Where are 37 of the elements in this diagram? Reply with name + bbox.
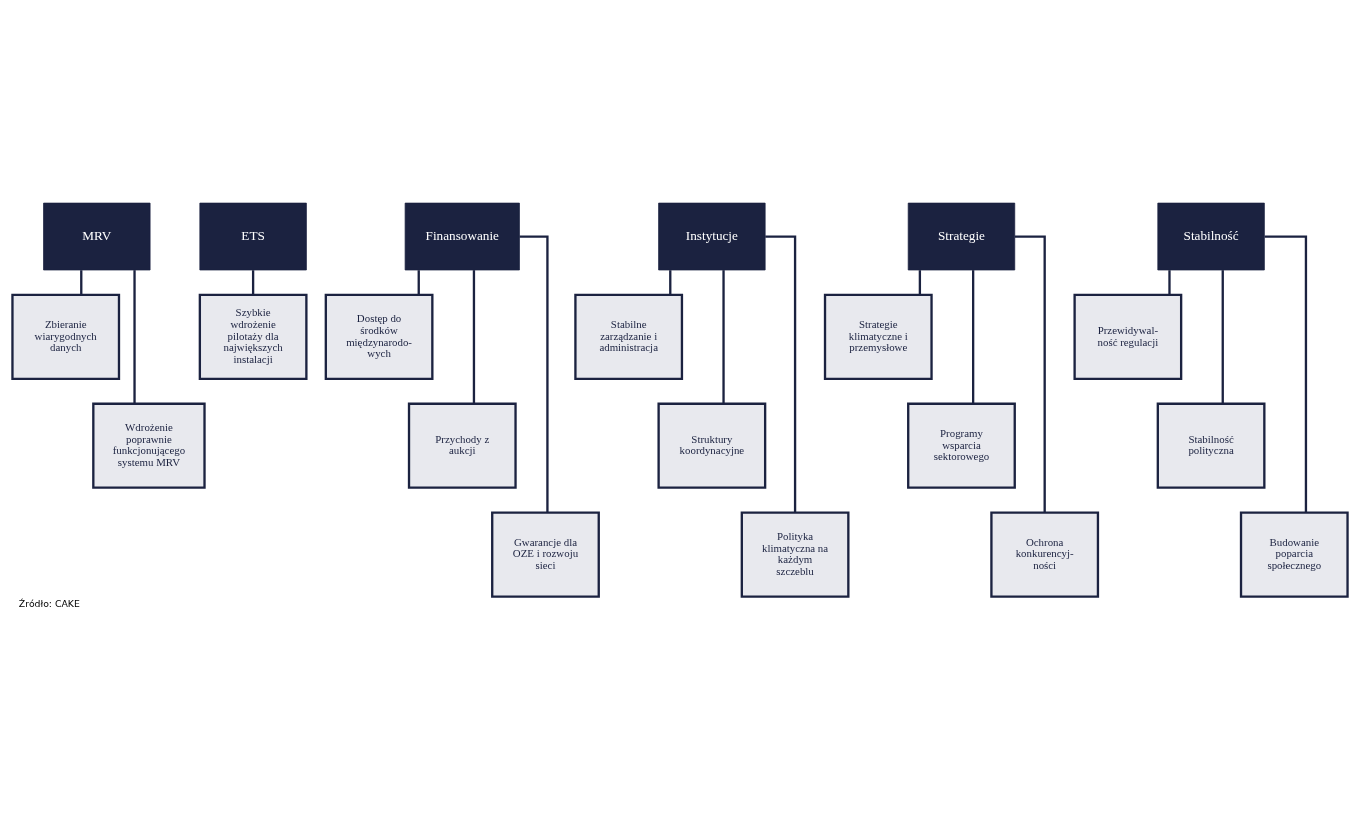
node-box: Finansowanie (404, 202, 520, 271)
connector (417, 270, 420, 295)
connector (251, 270, 255, 295)
connector (918, 270, 922, 295)
node-box: Instytucje (658, 202, 766, 271)
node-box: Ochrona konkurencyj- ności (990, 511, 1100, 598)
node-box: Stabilne zarządzanie i administracja (574, 293, 684, 380)
node-box: Strategie klimatyczne i przemysłowe (823, 293, 933, 380)
connector (722, 270, 725, 404)
connector (1014, 235, 1046, 513)
connector (1264, 235, 1308, 513)
node-box: Strategie (907, 202, 1016, 271)
connector (971, 270, 975, 404)
connector (669, 270, 672, 295)
connector (80, 270, 83, 295)
connector (472, 270, 476, 404)
node-box: Wdrożenie poprawnie funkcjonującego systemu MRV (92, 402, 206, 489)
node-box: Stabilność (1157, 202, 1265, 271)
connector (1221, 270, 1224, 404)
node-box: Gwarancje dla OZE i rozwoju sieci (491, 511, 600, 598)
connector (519, 235, 549, 513)
node-box: ETS (199, 202, 307, 271)
node-box: Zbieranie wiarygodnych danych (11, 293, 121, 380)
node-box: Programy wsparcia sektorowego (907, 402, 1016, 489)
node-box: Stabilność polityczna (1156, 402, 1266, 489)
node-box: Dostęp do środków międzynarodo- wych (324, 293, 434, 380)
node-box: Szybkie wdrożenie pilotaży dla największych instalacji (198, 293, 308, 380)
node-box: Struktury koordynacyjne (657, 402, 767, 489)
node-box: Polityka klimatyczna na każdym szczeblu (740, 511, 850, 598)
node-box: Przewidywal- ność regulacji (1073, 293, 1183, 380)
caption: Źródło: CAKE (18, 598, 80, 610)
node-box: MRV (43, 202, 151, 271)
connector (765, 235, 797, 513)
connector (1168, 270, 1171, 295)
node-box: Przychody z aukcji (407, 402, 517, 489)
connector (133, 270, 136, 404)
node-box: Budowanie poparcia społecznego (1239, 511, 1349, 598)
